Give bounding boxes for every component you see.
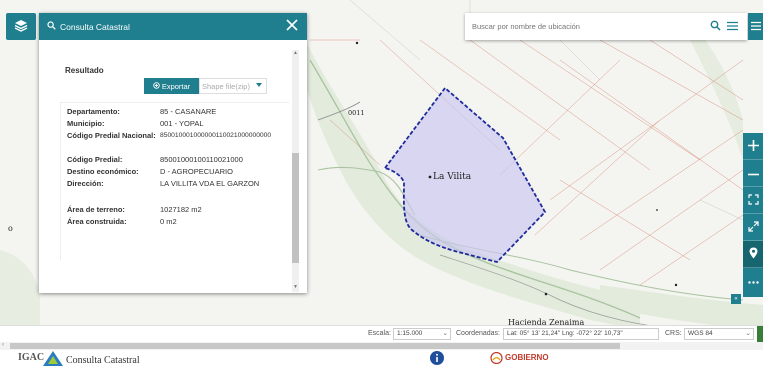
more-icon [747, 277, 759, 286]
layers-icon [14, 19, 28, 34]
export-button[interactable]: Exportar [144, 78, 199, 94]
map-label-edge: o [8, 224, 13, 233]
minus-icon [747, 169, 759, 178]
scroll-left-icon[interactable]: ‹ [2, 342, 4, 348]
igac-logo-text: IGAC [18, 352, 45, 363]
coord-value: Lat: 05° 13' 21,24" Lng: -072° 22' 10,73… [503, 328, 659, 340]
result-value: D - AGROPECUARIO [160, 167, 233, 176]
zoom-out-button[interactable] [743, 160, 763, 187]
search-input[interactable] [472, 20, 692, 33]
format-selected: Shape file(zip) [202, 81, 250, 91]
fullscreen-button[interactable] [743, 214, 763, 241]
crs-value: WGS 84 [688, 330, 713, 337]
format-select[interactable]: Shape file(zip) [199, 78, 267, 94]
extent-icon [747, 193, 759, 207]
panel-title: Consulta Catastral [60, 21, 130, 32]
crs-label: CRS: [665, 330, 682, 337]
result-table: Departamento: 85 - CASANARE Municipio: 001 … [60, 102, 289, 260]
panel-header: Consulta Catastral [39, 13, 307, 40]
chevron-left-icon: « [734, 296, 738, 302]
search-icon [47, 21, 56, 32]
collapse-toolbar-button[interactable]: « [731, 294, 741, 304]
map-label-road: 0011 [348, 109, 365, 117]
result-key: Código Predial Nacional: [67, 131, 156, 140]
page-scrollbar[interactable]: ‹ [0, 342, 763, 350]
result-key: Municipio: [67, 119, 105, 128]
page-scroll-thumb[interactable] [10, 343, 620, 349]
result-key: Dirección: [67, 179, 104, 188]
result-key: Código Predial: [67, 155, 123, 164]
status-bar: Escala: 1:15.000 ⌄ Coordenadas: Lat: 05° … [0, 325, 763, 343]
result-value: 001 - YOPAL [160, 119, 204, 128]
catastral-panel: Consulta Catastral Resultado Exportar Sh… [39, 13, 307, 293]
main-menu-button[interactable] [748, 13, 763, 40]
menu-icon[interactable] [727, 21, 738, 33]
scale-label: Escala: [368, 330, 391, 337]
result-value: 0 m2 [160, 217, 177, 226]
search-icon[interactable] [710, 20, 721, 33]
map-label-parcel: La Vilita [433, 172, 472, 182]
result-value: 85001000100110021000 [160, 155, 243, 164]
map-toolbar [743, 133, 763, 297]
search-box [465, 13, 747, 40]
result-key: Departamento: [67, 107, 120, 116]
result-value: LA VILLITA VDA EL GARZON [160, 179, 260, 188]
gobierno-logo [490, 351, 503, 366]
layers-button[interactable] [6, 13, 36, 40]
location-pin-icon [749, 247, 758, 261]
location-button[interactable] [743, 241, 763, 268]
scroll-up-icon[interactable]: ▲ [293, 50, 298, 56]
close-panel-button[interactable] [284, 18, 300, 34]
chevron-down-icon [256, 83, 262, 87]
more-button[interactable] [743, 268, 763, 295]
result-value: 850010001000000110021000000000 [160, 132, 272, 139]
export-icon [153, 81, 160, 91]
zoom-in-button[interactable] [743, 133, 763, 160]
footer: IGAC Consulta Catastral GOBIERNO [0, 350, 763, 366]
panel-body: Resultado Exportar Shape file(zip) Depar… [39, 40, 307, 293]
result-value: 85 - CASANARE [160, 107, 217, 116]
status-accent [757, 326, 763, 343]
export-label: Exportar [161, 81, 191, 91]
scale-value: 1:15.000 [397, 330, 423, 337]
coord-label: Coordenadas: [456, 330, 500, 337]
result-value: 1027182 m2 [160, 205, 202, 214]
gobierno-text: GOBIERNO [505, 353, 549, 362]
scroll-down-icon[interactable]: ▼ [293, 284, 298, 290]
info-icon[interactable] [430, 351, 444, 366]
scale-select[interactable]: 1:15.000 ⌄ [393, 328, 451, 340]
scroll-thumb[interactable] [292, 153, 299, 263]
result-key: Destino económico: [67, 167, 139, 176]
plus-icon [747, 139, 759, 153]
result-key: Área de terreno: [67, 205, 125, 214]
panel-scrollbar[interactable]: ▲ ▼ [292, 50, 299, 292]
footer-title: Consulta Catastral [66, 355, 140, 366]
fullscreen-icon [747, 220, 759, 234]
full-extent-button[interactable] [743, 187, 763, 214]
result-title: Resultado [65, 66, 104, 75]
result-key: Área construida: [67, 217, 127, 226]
map-label-hacienda: Hacienda Zenaima [508, 318, 585, 327]
menu-icon [751, 21, 761, 33]
close-icon [286, 19, 298, 33]
chevron-down-icon: ⌄ [442, 330, 448, 337]
chevron-down-icon: ⌄ [745, 330, 751, 337]
igac-logo [43, 351, 63, 366]
crs-select[interactable]: WGS 84 ⌄ [684, 328, 754, 340]
